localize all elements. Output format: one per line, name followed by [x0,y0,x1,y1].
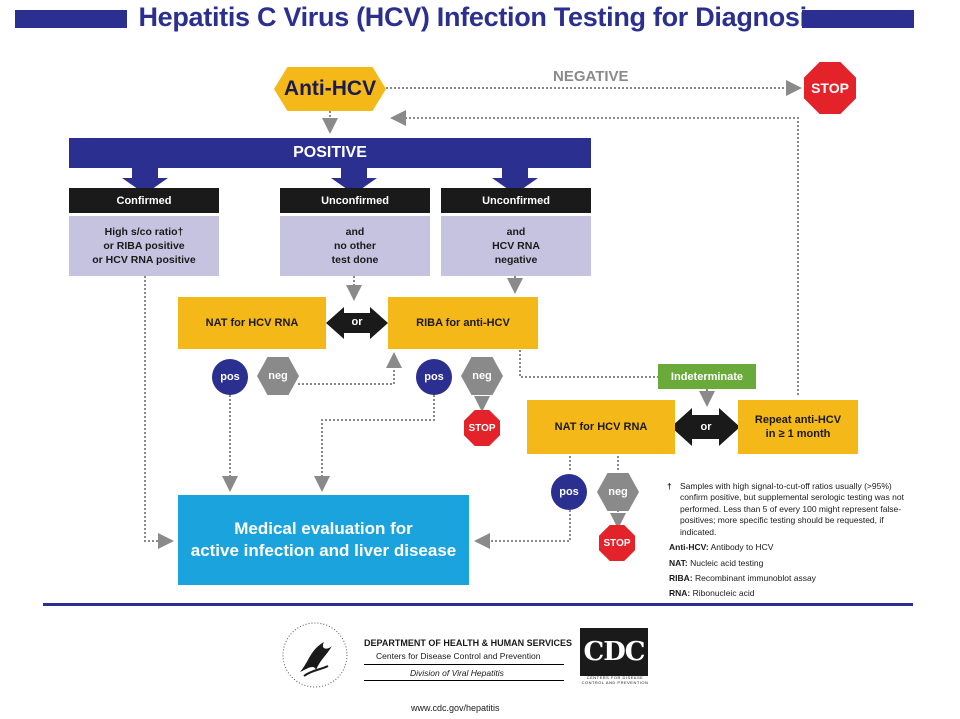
footer-url[interactable]: www.cdc.gov/hepatitis [411,703,500,713]
neg-hex-1: neg [257,357,299,395]
header-unconfirmed-1: Unconfirmed [280,188,430,213]
footer-cdc: Centers for Disease Control and Preventi… [376,651,541,661]
page-title: Hepatitis C Virus (HCV) Infection Testin… [138,2,822,32]
title-bar-left [15,10,127,28]
stop-sign-top: STOP [804,62,856,114]
title-bar-right [802,10,914,28]
neg-hex-3: neg [597,473,639,511]
footer-rule [43,603,913,606]
riba-box: RIBA for anti-HCV [388,297,538,349]
negative-label: NEGATIVE [553,68,629,85]
glossary-nat: NAT: Nucleic acid testing [669,558,764,568]
glossary-riba: RIBA: Recombinant immunoblot assay [669,573,816,583]
or-label-1: or [351,316,363,328]
pos-circle-2: pos [416,359,452,395]
pos-circle-1: pos [212,359,248,395]
indeterminate-label: Indeterminate [658,364,756,389]
anti-hcv-node: Anti-HCV [274,67,386,111]
footer-dept: DEPARTMENT OF HEALTH & HUMAN SERVICES [364,638,573,648]
neg-hex-2: neg [461,357,503,395]
or-label-2: or [700,421,712,433]
cdc-logo-sub: CENTERS FOR DISEASE CONTROL AND PREVENTI… [581,675,649,685]
header-unconfirmed-2: Unconfirmed [441,188,591,213]
double-arrow-bottom [671,408,740,446]
glossary-rna: RNA: Ribonucleic acid [669,588,755,598]
pos-circle-3: pos [551,474,587,510]
hhs-eagle-logo [282,622,348,688]
nat-box-1: NAT for HCV RNA [178,297,326,349]
footer-line-1 [364,664,564,665]
stop-sign-low: STOP [599,525,635,561]
stop-sign-mid: STOP [464,410,500,446]
positive-bar: POSITIVE [69,138,591,168]
footer-division: Division of Viral Hepatitis [410,668,504,678]
cdc-logo: CDC [580,628,648,676]
nat-box-2: NAT for HCV RNA [527,400,675,454]
footnote: † Samples with high signal-to-cut-off ra… [667,481,904,537]
footer-line-2 [364,680,564,681]
double-arrow-top [326,307,388,339]
header-confirmed: Confirmed [69,188,219,213]
glossary-anti-hcv: Anti-HCV: Antibody to HCV [669,542,774,552]
